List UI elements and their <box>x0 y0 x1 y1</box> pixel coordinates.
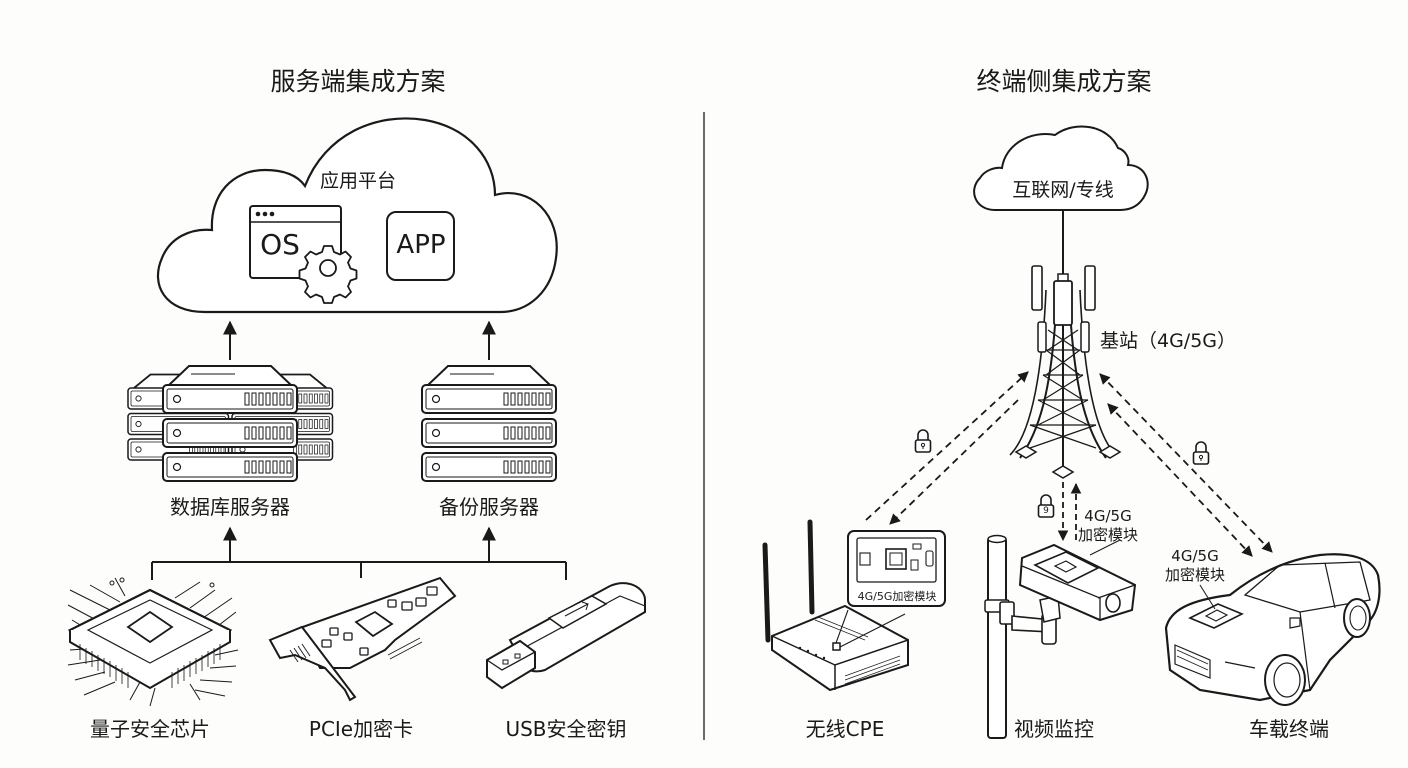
app-icon <box>386 211 455 281</box>
quantum-chip-label: 量子安全芯片 <box>90 717 210 741</box>
internet-cloud <box>973 125 1149 211</box>
camera-module-label: 4G/5G 加密模块 <box>1078 507 1138 545</box>
camera-label: 视频监控 <box>1014 717 1094 741</box>
cell-tower-icon <box>1009 255 1122 479</box>
pcie-card-label: PCIe加密卡 <box>308 717 414 741</box>
gear-icon <box>298 245 358 304</box>
camera-icon <box>984 534 1137 739</box>
usb-key-icon <box>486 582 646 690</box>
server-stack-icon <box>421 365 557 482</box>
link-cpe-downlink <box>889 399 1019 525</box>
tower-label: 基站（4G/5G） <box>1099 330 1237 352</box>
link-cpe-uplink <box>865 371 1029 521</box>
internet-cloud-label: 互联网/专线 <box>1012 179 1114 201</box>
car-module-line1: 4G/5G <box>1171 547 1219 565</box>
router-icon <box>762 519 909 692</box>
chip-icon <box>67 577 239 707</box>
car-module-line2: 加密模块 <box>1164 566 1226 584</box>
lock-icon-cpe <box>914 429 932 453</box>
lock-icon-camera <box>1037 494 1055 518</box>
camera-module-line1: 4G/5G <box>1084 507 1132 525</box>
cpe-module-callout <box>847 530 946 607</box>
cpe-label: 无线CPE <box>805 717 885 741</box>
db-server-label: 数据库服务器 <box>170 495 290 519</box>
device-bus-connector <box>151 561 567 580</box>
camera-module-line2: 加密模块 <box>1077 526 1139 544</box>
link-car-b <box>1107 403 1253 557</box>
app-platform-cloud <box>157 117 558 314</box>
app-platform-label: 应用平台 <box>319 170 397 192</box>
cpe-module-label: 4G/5G加密模块 <box>857 590 937 603</box>
car-icon <box>1164 553 1381 706</box>
os-label: OS <box>260 228 300 261</box>
usb-key-label: USB安全密钥 <box>505 717 627 741</box>
server-side-title: 服务端集成方案 <box>270 67 446 96</box>
app-label: APP <box>396 230 446 260</box>
car-label: 车载终端 <box>1249 717 1329 741</box>
terminal-side-title: 终端侧集成方案 <box>976 67 1152 96</box>
server-cluster-icon <box>127 365 334 482</box>
car-module-label: 4G/5G 加密模块 <box>1165 547 1225 585</box>
backup-server-label: 备份服务器 <box>439 495 539 519</box>
lock-digit: 9 <box>1043 506 1049 516</box>
pcie-card-icon <box>268 576 457 702</box>
lock-icon-car <box>1192 441 1210 465</box>
